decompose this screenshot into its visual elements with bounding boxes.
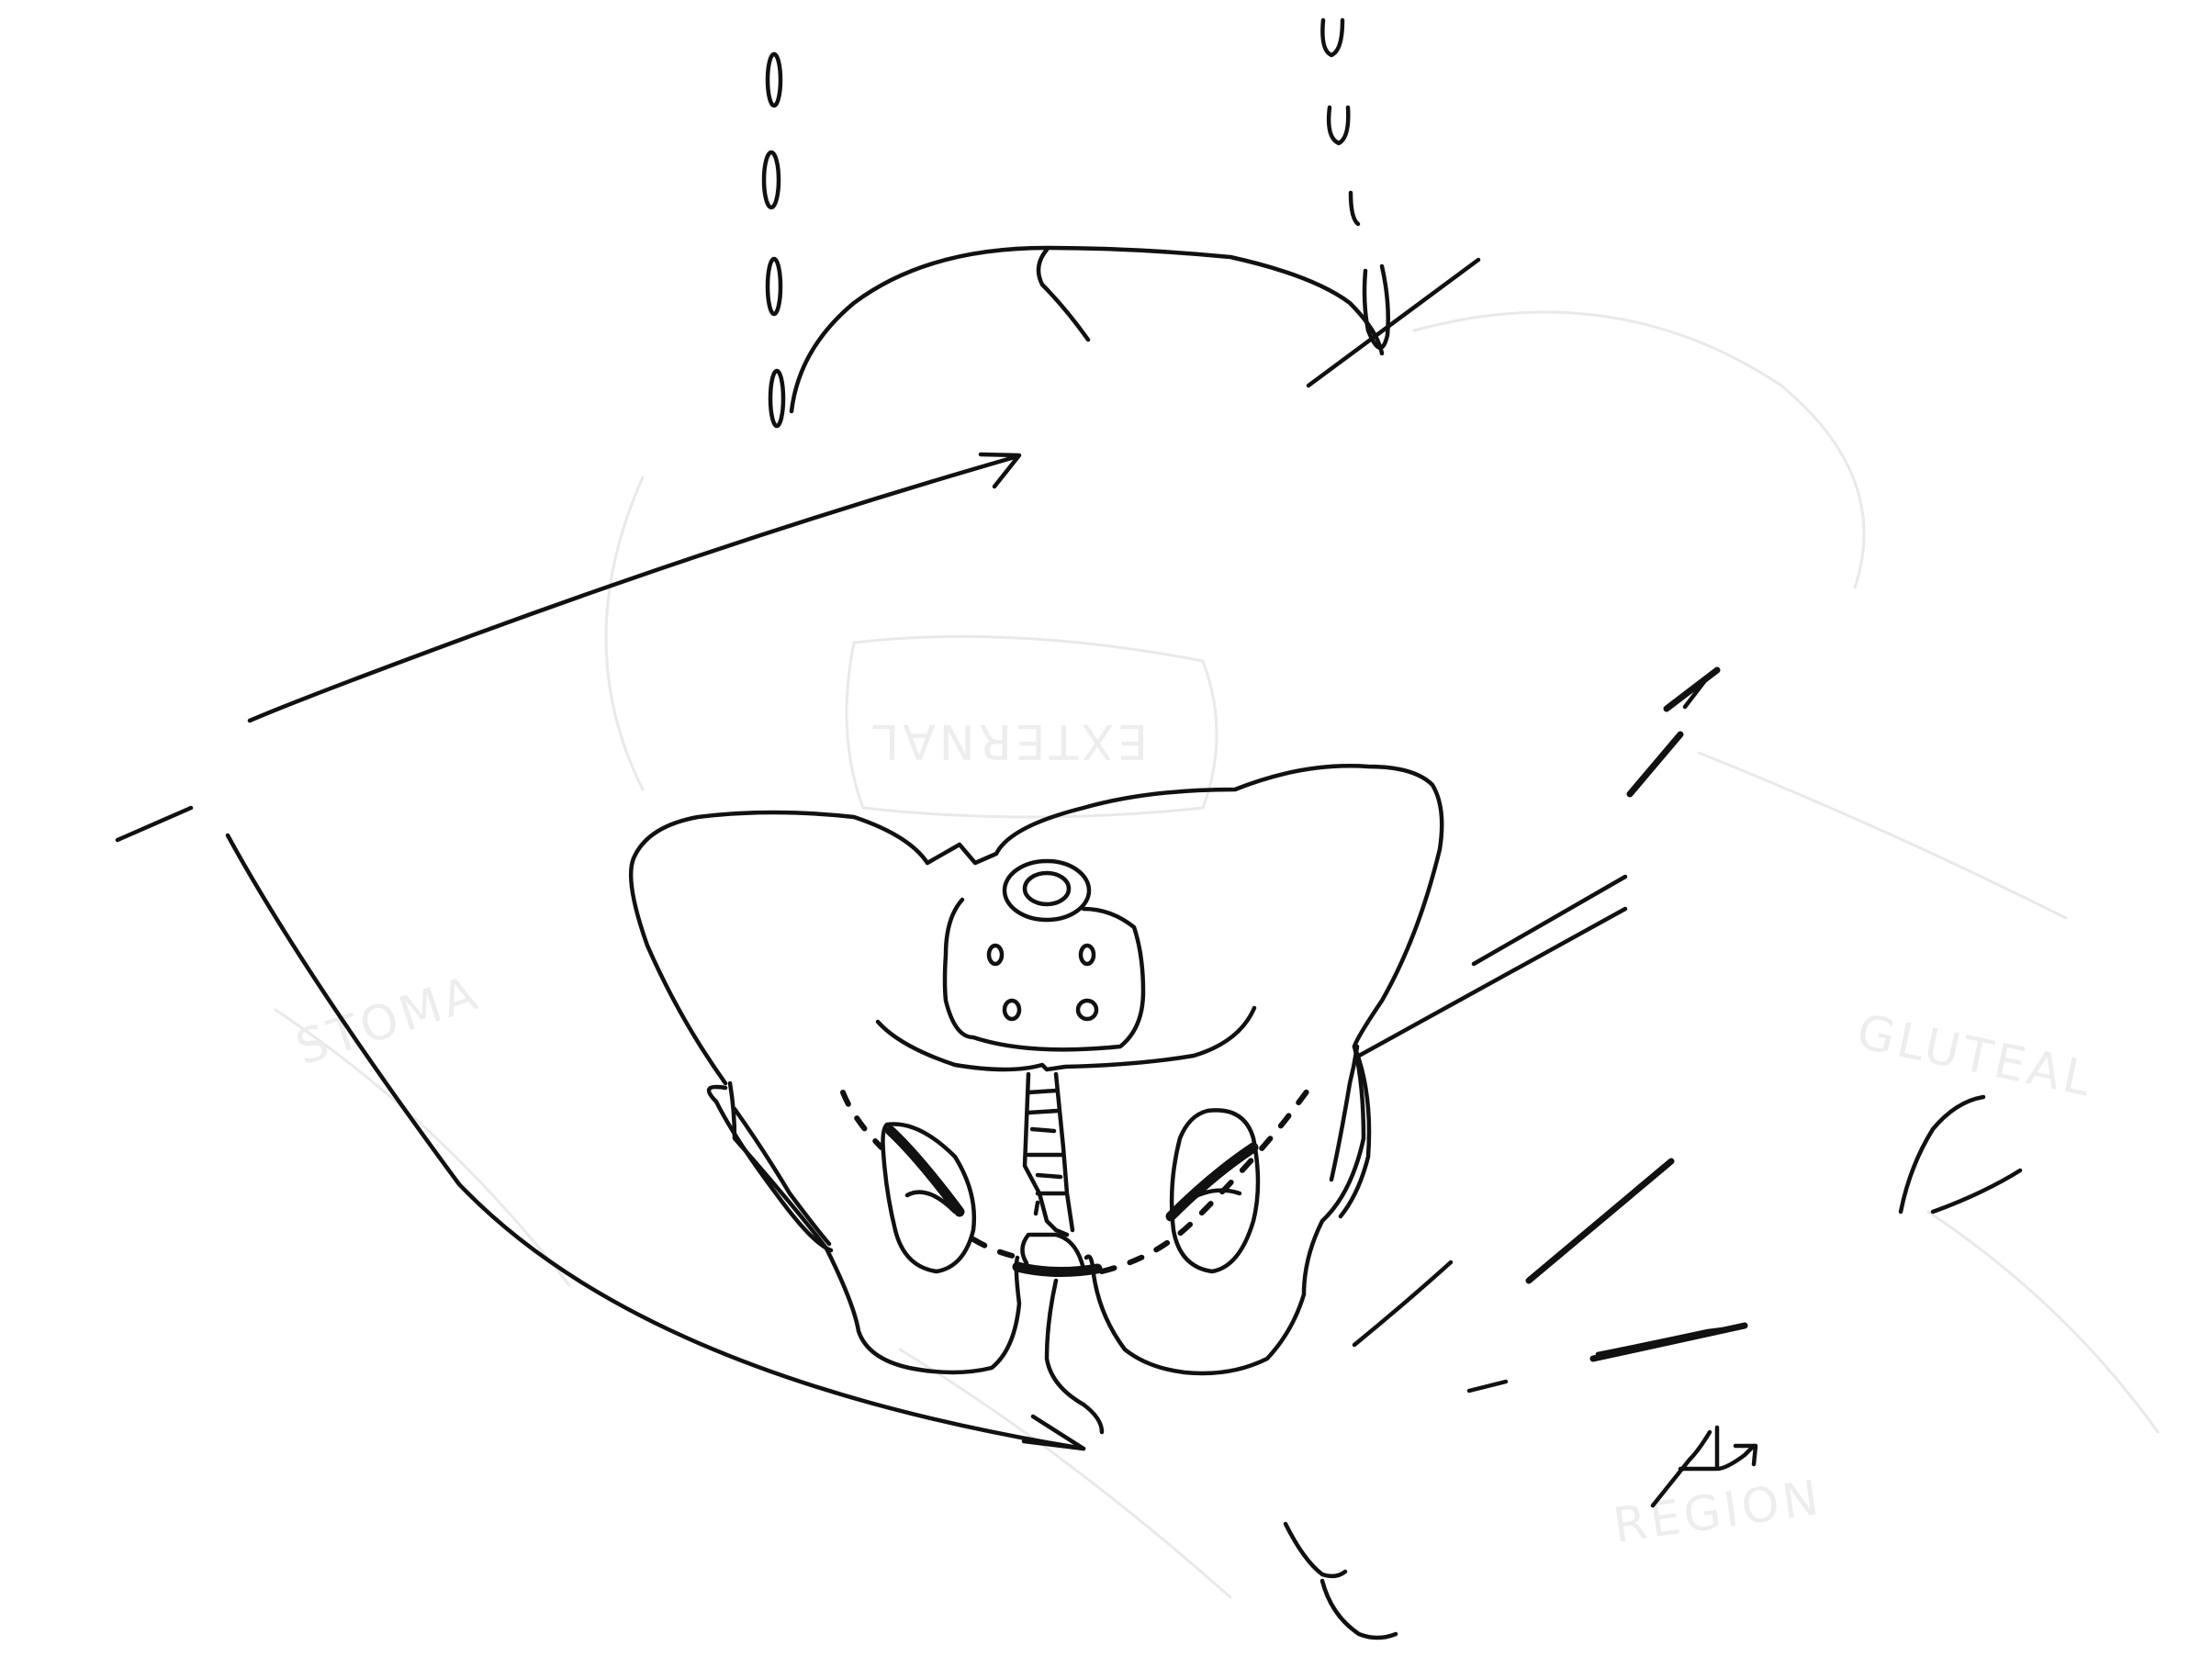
coccyx-segment bbox=[1038, 1175, 1061, 1177]
coccyx-segment bbox=[1032, 1129, 1054, 1131]
pelvis-left-lower-contour bbox=[730, 1083, 1019, 1372]
strike-through bbox=[1593, 1326, 1745, 1359]
pelvic-diaph-leader-2 bbox=[1469, 1382, 1506, 1391]
rib-left-2 bbox=[764, 152, 779, 207]
svg-text:REGION: REGION bbox=[1610, 1471, 1825, 1554]
svg-text:EXTERNAL: EXTERNAL bbox=[869, 713, 1148, 768]
sacrum-outline bbox=[945, 900, 1143, 1049]
rib-left-4 bbox=[770, 371, 783, 426]
pelvic-brim-arc bbox=[878, 1008, 1254, 1069]
svg-text:GLUTEAL: GLUTEAL bbox=[1852, 1004, 2099, 1108]
diaphragm-dome bbox=[792, 248, 1382, 411]
dome-leader-line bbox=[1039, 250, 1088, 340]
pelvic-diaph-leader-1 bbox=[1354, 1262, 1451, 1345]
coccyx-right-edge bbox=[1056, 1074, 1072, 1230]
arrowhead-pelvic-diaphragm bbox=[1024, 1416, 1084, 1449]
scratch-mark bbox=[1630, 734, 1680, 794]
coccyx-tip bbox=[1030, 1235, 1084, 1267]
bracket-coccygeus bbox=[1322, 1581, 1396, 1638]
arrow-to-thoracoabdominal bbox=[250, 457, 1015, 721]
coccyx-tip-left bbox=[1022, 1235, 1028, 1263]
two-diaph-underline bbox=[118, 808, 191, 840]
bleed-through-ghost: EXTERNAL STOMA GLUTEAL REGION bbox=[275, 312, 2158, 1597]
sacral-foramen bbox=[1005, 1001, 1019, 1019]
brim-dash-left bbox=[843, 1092, 881, 1148]
falling-out-arrow bbox=[1680, 1427, 1754, 1469]
sacral-foramen bbox=[1078, 1001, 1096, 1019]
bracket-levator bbox=[1286, 1524, 1345, 1576]
sacral-foramen bbox=[1081, 946, 1094, 964]
pelvis-right-lower-contour bbox=[1086, 1047, 1364, 1373]
rib-right-1 bbox=[1322, 20, 1342, 55]
scratch-mark bbox=[1667, 670, 1717, 709]
rib-left-3 bbox=[768, 259, 780, 314]
arrow-to-pelvic-diaphragm bbox=[228, 835, 1084, 1449]
coccyx-leader-line bbox=[1047, 1281, 1102, 1432]
coccyx-segment bbox=[1036, 1203, 1038, 1214]
levator-stroke-left bbox=[891, 1131, 960, 1212]
brim-dash-left-lower bbox=[973, 1239, 1021, 1258]
sacral-promontory-outer bbox=[1005, 861, 1089, 920]
pelvis-left-inner-line-2 bbox=[735, 1109, 829, 1244]
sacral-foramen bbox=[989, 946, 1002, 964]
pelvis-leader-line bbox=[1359, 909, 1625, 1056]
rib-left-1 bbox=[768, 54, 780, 106]
rib-right-3 bbox=[1351, 193, 1358, 224]
rib-right-2 bbox=[1329, 107, 1348, 143]
coccyx-segment bbox=[1028, 1111, 1058, 1113]
pelvis-iliac-crest bbox=[631, 766, 1442, 1083]
left-obturator-foramen bbox=[883, 1124, 974, 1271]
vagina-branch-line bbox=[1933, 1170, 2020, 1212]
forces-underline bbox=[1529, 1161, 1671, 1281]
pelvis-right-inner-edge bbox=[1331, 1047, 1357, 1180]
coccygeus-stroke bbox=[1017, 1267, 1097, 1272]
sacral-promontory-inner bbox=[1025, 873, 1069, 904]
thoracoabdominal-diaphragm-sketch bbox=[764, 20, 1478, 426]
coccyx-segment bbox=[1028, 1091, 1056, 1092]
pelvis-sketch bbox=[631, 766, 1442, 1432]
